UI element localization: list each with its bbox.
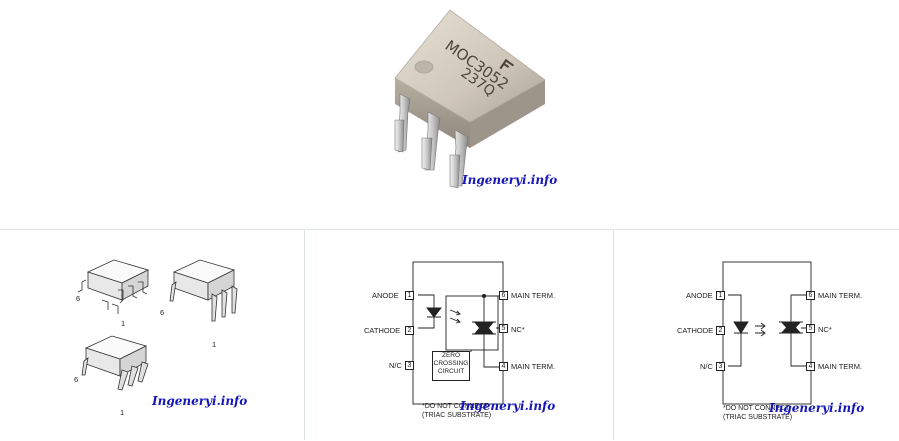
- zero-crossing-circuit-box: ZERO CROSSING CIRCUIT: [432, 351, 470, 381]
- pin-label-nc-star: NC*: [818, 325, 832, 334]
- light-arrows-icon: [755, 322, 766, 337]
- pin-number: 1: [405, 291, 414, 300]
- chip-body-top: [394, 9, 546, 123]
- triac-leads: [790, 294, 806, 367]
- pin1-label: 1: [212, 340, 217, 349]
- pin6-label: 6: [74, 375, 79, 384]
- schematic-random-phase: [722, 261, 812, 405]
- footnote: *DO NOT CONNECT (TRIAC SUBSTRATE): [422, 403, 492, 419]
- package-smd: [77, 259, 150, 314]
- pin-number: 6: [806, 291, 815, 300]
- pin1-label: 1: [120, 408, 125, 417]
- pin-number: 6: [499, 291, 508, 300]
- detector-box: [445, 295, 499, 351]
- footnote: *DO NOT CONNECT (TRIAC SUBSTRATE): [723, 405, 793, 421]
- watermark: Ingeneryi.info: [462, 173, 558, 187]
- led-leads: [728, 294, 742, 367]
- pin-label-cathode: CATHODE: [364, 326, 401, 335]
- pin-number: 5: [499, 324, 508, 333]
- schematic-zero-crossing: [412, 261, 504, 405]
- watermark: Ingeneryi.info: [769, 401, 865, 415]
- pin-number: 5: [806, 324, 815, 333]
- chip-photo-panel: MOC3052 237Q Ingeneryi.info: [394, 9, 558, 189]
- pin-label-main-term: MAIN TERM.: [818, 362, 863, 371]
- pin-number: 2: [716, 326, 725, 335]
- chip-front-pins: [394, 93, 469, 189]
- led-leads: [418, 294, 435, 329]
- pin-number: 4: [499, 362, 508, 371]
- pin-label-anode: ANODE: [686, 291, 713, 300]
- chip-body-front: [470, 80, 545, 148]
- package-options-panel: 6 1 6 1 6 1 Ingeneryi.info: [0, 229, 305, 440]
- pin-label-nc: N/C: [389, 361, 402, 370]
- pin1-label: 1: [121, 319, 126, 328]
- pin-number: 3: [716, 362, 725, 371]
- pin6-label: 6: [76, 294, 81, 303]
- chip-body-side: [395, 78, 470, 148]
- pin1-dimple: [414, 60, 434, 74]
- schematic-random-phase-panel: ANODE CATHODE N/C 1 2 3 6 5 4 MAIN TERM.…: [615, 229, 899, 440]
- package-dip: [81, 335, 149, 391]
- pin-label-nc: N/C: [700, 362, 713, 371]
- watermark: Ingeneryi.info: [460, 399, 556, 413]
- pin-number: 1: [716, 291, 725, 300]
- pin-label-cathode: CATHODE: [677, 326, 714, 335]
- pin6-label: 6: [160, 308, 165, 317]
- schematic-zero-crossing-panel: ANODE CATHODE N/C 1 2 3 6 5 4 MAIN TERM.…: [306, 229, 614, 440]
- package-dip-wide: [169, 259, 238, 322]
- led-diode-icon: [426, 307, 442, 318]
- pin-label-anode: ANODE: [372, 291, 399, 300]
- pin-label-main-term: MAIN TERM.: [511, 291, 556, 300]
- led-diode-icon: [733, 321, 749, 334]
- package-drawings: [77, 259, 238, 391]
- pin-number: 3: [405, 361, 414, 370]
- chip-photo: MOC3052 237Q: [394, 9, 546, 189]
- watermark: Ingeneryi.info: [152, 394, 248, 408]
- pin-number: 4: [806, 362, 815, 371]
- pin-label-main-term: MAIN TERM.: [818, 291, 863, 300]
- pin-label-nc-star: NC*: [511, 325, 525, 334]
- pin-label-main-term: MAIN TERM.: [511, 362, 556, 371]
- fairchild-logo-icon: [499, 59, 514, 70]
- pin-number: 2: [405, 326, 414, 335]
- light-arrows-icon: [449, 309, 461, 324]
